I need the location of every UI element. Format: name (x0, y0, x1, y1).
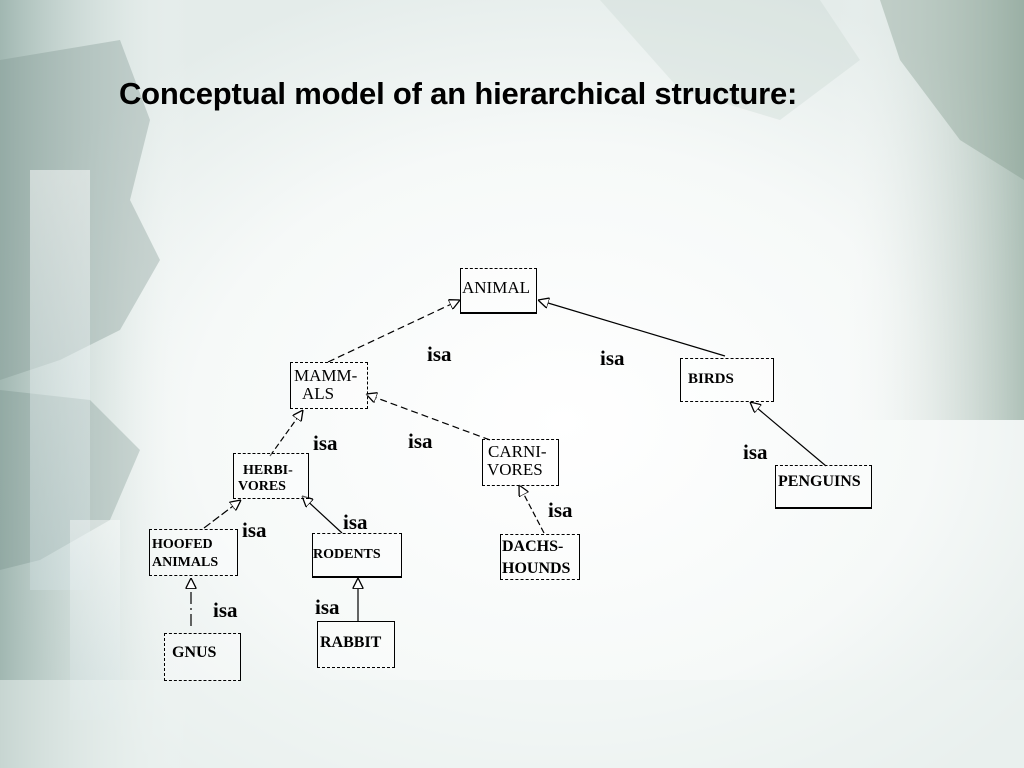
node-animal: ANIMAL (460, 268, 537, 314)
isa-label-dachshounds-carnivores: isa (548, 498, 573, 522)
node-hoofed-animals: HOOFED ANIMALS (149, 529, 238, 576)
node-rodents-label: RODENTS (313, 547, 381, 562)
node-birds: BIRDS (680, 358, 774, 402)
edge-dachshounds-carnivores (519, 485, 545, 534)
node-dachshounds: DACHS- HOUNDS (500, 534, 580, 580)
isa-label-hoofed-herbivores: isa (242, 518, 267, 542)
node-herbivores-label-line2: VORES (238, 479, 286, 494)
node-herbivores: HERBI- VORES (233, 453, 309, 499)
edge-carnivores-mammals (366, 394, 491, 441)
node-gnus-label: GNUS (172, 644, 217, 661)
isa-label-rodents-herbivores: isa (343, 510, 368, 534)
node-carnivores-label-line1: CARNI- (488, 442, 547, 461)
node-mammals-label-line1: MAMM- (294, 366, 358, 385)
node-herbivores-label-line1: HERBI- (243, 463, 293, 478)
node-hoofed-animals-label-line2: ANIMALS (152, 555, 219, 570)
node-penguins: PENGUINS (775, 465, 872, 509)
node-carnivores: CARNI- VORES (482, 439, 559, 486)
isa-label-birds-animal: isa (600, 346, 625, 370)
node-dachshounds-label-line2: HOUNDS (502, 560, 571, 577)
slide-title: Conceptual model of an hierarchical stru… (119, 76, 798, 111)
node-rabbit: RABBIT (317, 621, 395, 668)
node-mammals-label-line2: ALS (302, 384, 335, 403)
node-rabbit-label: RABBIT (320, 634, 382, 651)
node-rodents: RODENTS (312, 533, 402, 578)
node-animal-label: ANIMAL (462, 278, 530, 297)
isa-label-carnivores-mammals: isa (408, 429, 433, 453)
node-mammals: MAMM- ALS (290, 362, 368, 409)
edge-penguins-birds (750, 402, 827, 467)
edge-mammals-animal (327, 300, 460, 363)
isa-label-gnus-hoofed: isa (213, 598, 238, 622)
edge-rodents-herbivores (302, 496, 343, 534)
isa-label-herbivores-mammals: isa (313, 431, 338, 455)
edge-birds-animal (538, 300, 726, 357)
node-dachshounds-label-line1: DACHS- (502, 538, 564, 555)
edge-herbivores-mammals (269, 410, 303, 457)
node-hoofed-animals-label-line1: HOOFED (152, 537, 213, 552)
isa-label-penguins-birds: isa (743, 440, 768, 464)
node-gnus: GNUS (164, 633, 241, 681)
node-birds-label: BIRDS (688, 371, 734, 387)
node-penguins-label: PENGUINS (778, 473, 861, 490)
node-carnivores-label-line2: VORES (487, 460, 543, 479)
isa-label-mammals-animal: isa (427, 342, 452, 366)
isa-label-rabbit-rodents: isa (315, 595, 340, 619)
edge-hoofed-herbivores (203, 500, 241, 529)
